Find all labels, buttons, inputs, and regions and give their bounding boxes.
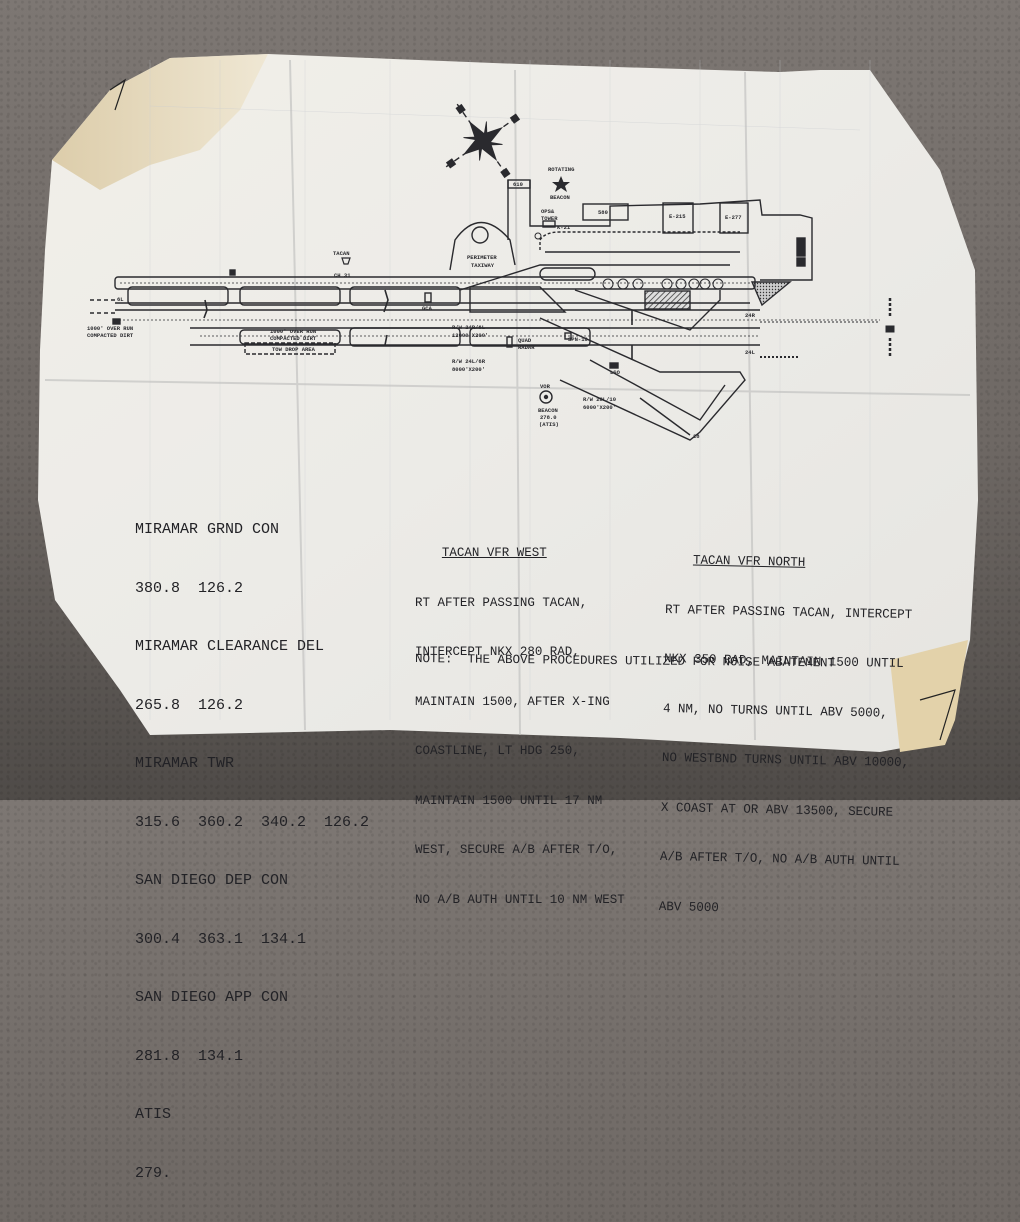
procedure-line: ABV 5000 [658, 898, 719, 915]
procedure-line: COASTLINE, LT HDG 250, [415, 743, 580, 758]
building-e215 [662, 202, 694, 234]
procedure-line: RT AFTER PASSING TACAN, INTERCEPT [664, 601, 913, 622]
building-e215-label: E-215 [669, 213, 686, 220]
building-610-label: 610 [513, 181, 523, 188]
runway-24l-dims: 8000'X200' [452, 366, 486, 373]
ops-tower-label: TOWER [541, 215, 558, 222]
freq-values: 281.8 134.1 [135, 1047, 244, 1065]
quad-radar-label: RADAR [518, 344, 535, 351]
procedure-line: NO WESTBND TURNS UNTIL ABV 10000, [661, 749, 910, 771]
rotating-beacon-icon [552, 176, 570, 192]
runway-24r-6l [114, 276, 880, 321]
runway-24r-dims: 12000'X200' [452, 332, 489, 339]
airfield-diagram [90, 103, 895, 441]
procedure-line: RT AFTER PASSING TACAN, [415, 594, 588, 610]
tacan-channel-label: CH 31 [334, 272, 351, 279]
aged-corner-top-left [52, 54, 268, 190]
vor-label: BEACON [538, 407, 558, 414]
freq-values: 265.8 126.2 [135, 696, 244, 714]
procedure-line: 4 NM, NO TURNS UNTIL ABV 5000, [662, 700, 888, 721]
runway-28-10 [539, 317, 746, 441]
tacan-label: TACAN [333, 250, 350, 257]
k21-label: K-21 [557, 224, 571, 231]
vor-label: VOR [540, 383, 550, 390]
overrun-mid-label: COMPACTED DIRT [270, 335, 317, 342]
procedure-line: MAINTAIN 1500, AFTER X-ING [415, 693, 610, 709]
procedure-line: INTERCEPT NKX 280 RAD, [415, 644, 580, 659]
freq-values: 380.8 126.2 [135, 579, 244, 597]
freq-values: 300.4 363.1 134.1 [135, 930, 307, 948]
vor-beacon-icon [539, 390, 553, 404]
paper-sheet: ROTATING BEACON 610 OPS& TOWER K-21 580 … [38, 54, 978, 1182]
rotating-beacon-label: BEACON [550, 194, 570, 201]
runway-28-label: R/W 28L/10 [583, 396, 617, 403]
overrun-left-label: COMPACTED DIRT [87, 332, 134, 339]
procedure-line: MAINTAIN 1500 UNTIL 17 NM [415, 792, 603, 808]
tow-drop-label: TOW DROP AREA [272, 346, 315, 353]
procedure-title: TACAN VFR WEST [441, 545, 547, 560]
procedure-line: WEST, SECURE A/B AFTER T/O, [415, 842, 618, 857]
approach-lights [760, 298, 895, 358]
freq-name: ATIS [135, 1106, 172, 1123]
runway-end-6l: 6L [117, 296, 124, 303]
freq-name: MIRAMAR TWR [135, 755, 235, 772]
aged-corner-bottom-right [890, 640, 968, 752]
freq-name: MIRAMAR GRND CON [135, 521, 280, 538]
procedure-title: TACAN VFR NORTH [692, 552, 806, 570]
ops-tower-label: OPS& [541, 208, 555, 215]
quad-radar-label: QUAD [518, 337, 532, 344]
building-e277-label: E-277 [725, 214, 742, 221]
paper-shape [38, 54, 978, 752]
procedure-tacan-vfr-north: TACAN VFR NORTH RT AFTER PASSING TACAN, … [658, 519, 914, 953]
overrun-left-label: 1000' OVER RUN [87, 325, 134, 332]
vor-atis: (ATIS) [539, 421, 559, 428]
building-e277 [719, 202, 749, 234]
tacan-icon [341, 257, 351, 265]
freq-values: 315.6 360.2 340.2 126.2 [135, 813, 370, 831]
procedure-tacan-vfr-west: TACAN VFR WEST RT AFTER PASSING TACAN, I… [415, 512, 625, 941]
runway-28-dims: 6000'X200' [583, 404, 617, 411]
runway-end-28: 28 [693, 433, 700, 440]
runway-end-24l: 24L [745, 349, 755, 356]
overrun-mid-label: 1000' OVER RUN [270, 328, 317, 335]
paper-and-diagram [38, 54, 978, 752]
freq-name: SAN DIEGO DEP CON [135, 872, 289, 889]
building-580-label: 580 [598, 209, 608, 216]
compass-rose-icon [445, 103, 521, 179]
spn-label: SPN-10 [568, 336, 588, 343]
freq-name: SAN DIEGO APP CON [135, 989, 289, 1006]
procedure-line: NO A/B AUTH UNTIL 10 NM WEST [415, 891, 625, 907]
k21-box [542, 220, 556, 228]
rotating-beacon-label: ROTATING [548, 166, 575, 173]
procedure-line: A/B AFTER T/O, NO A/B AUTH UNTIL [659, 848, 900, 869]
building-580 [582, 203, 629, 221]
freq-name: MIRAMAR CLEARANCE DEL [135, 638, 325, 655]
vor-frequency: 278.0 [540, 414, 557, 421]
perimeter-taxiway-label: PERIMETER [467, 254, 497, 261]
frequency-list: MIRAMAR GRND CON 380.8 126.2 MIRAMAR CLE… [135, 481, 369, 1222]
runway-24l-label: R/W 24L/6R [452, 358, 486, 365]
runway-24r-label: R/W 24R/6L [452, 324, 486, 331]
perimeter-taxiway-label: TAXIWAY [471, 262, 495, 269]
lso-label: LSO [610, 369, 620, 376]
procedure-line: X COAST AT OR ABV 13500, SECURE [660, 799, 894, 820]
runway-end-24r: 24R [745, 312, 755, 319]
freq-values: 279. [135, 1164, 172, 1182]
gca-label: GCA [422, 305, 432, 312]
